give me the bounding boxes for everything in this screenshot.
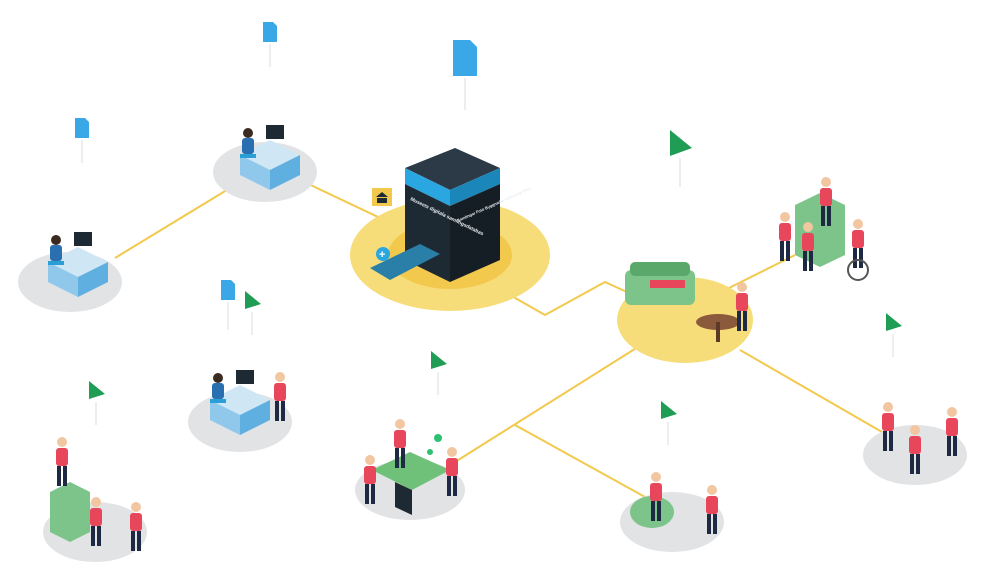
connection-line [454,329,666,463]
database-drawer [370,244,440,280]
lounge-sofa [625,262,748,342]
sim-card-pin-icon [453,40,477,110]
game-table [364,419,458,515]
connection-line [514,424,646,498]
reception-desk [50,437,142,551]
connection-line [114,184,236,259]
flags [89,130,902,445]
sim-card-pin-icon [75,118,89,163]
reading-group [779,177,869,281]
connection-line [739,349,883,433]
beanbag-reader [630,472,718,534]
sim-card-pin-icon [263,22,277,67]
flag-icon [89,381,105,425]
flag-icon [661,401,677,445]
plus-icon [376,247,390,261]
pins [75,22,477,330]
flag-icon [245,291,261,335]
flag-icon [431,351,447,395]
central-database-box: Museets digitala samlingsdatabas Samling… [370,148,532,282]
sim-card-pin-icon [221,280,235,330]
flag-icon [886,313,902,357]
flag-icon [670,130,692,187]
svg-text:+: + [379,249,385,261]
